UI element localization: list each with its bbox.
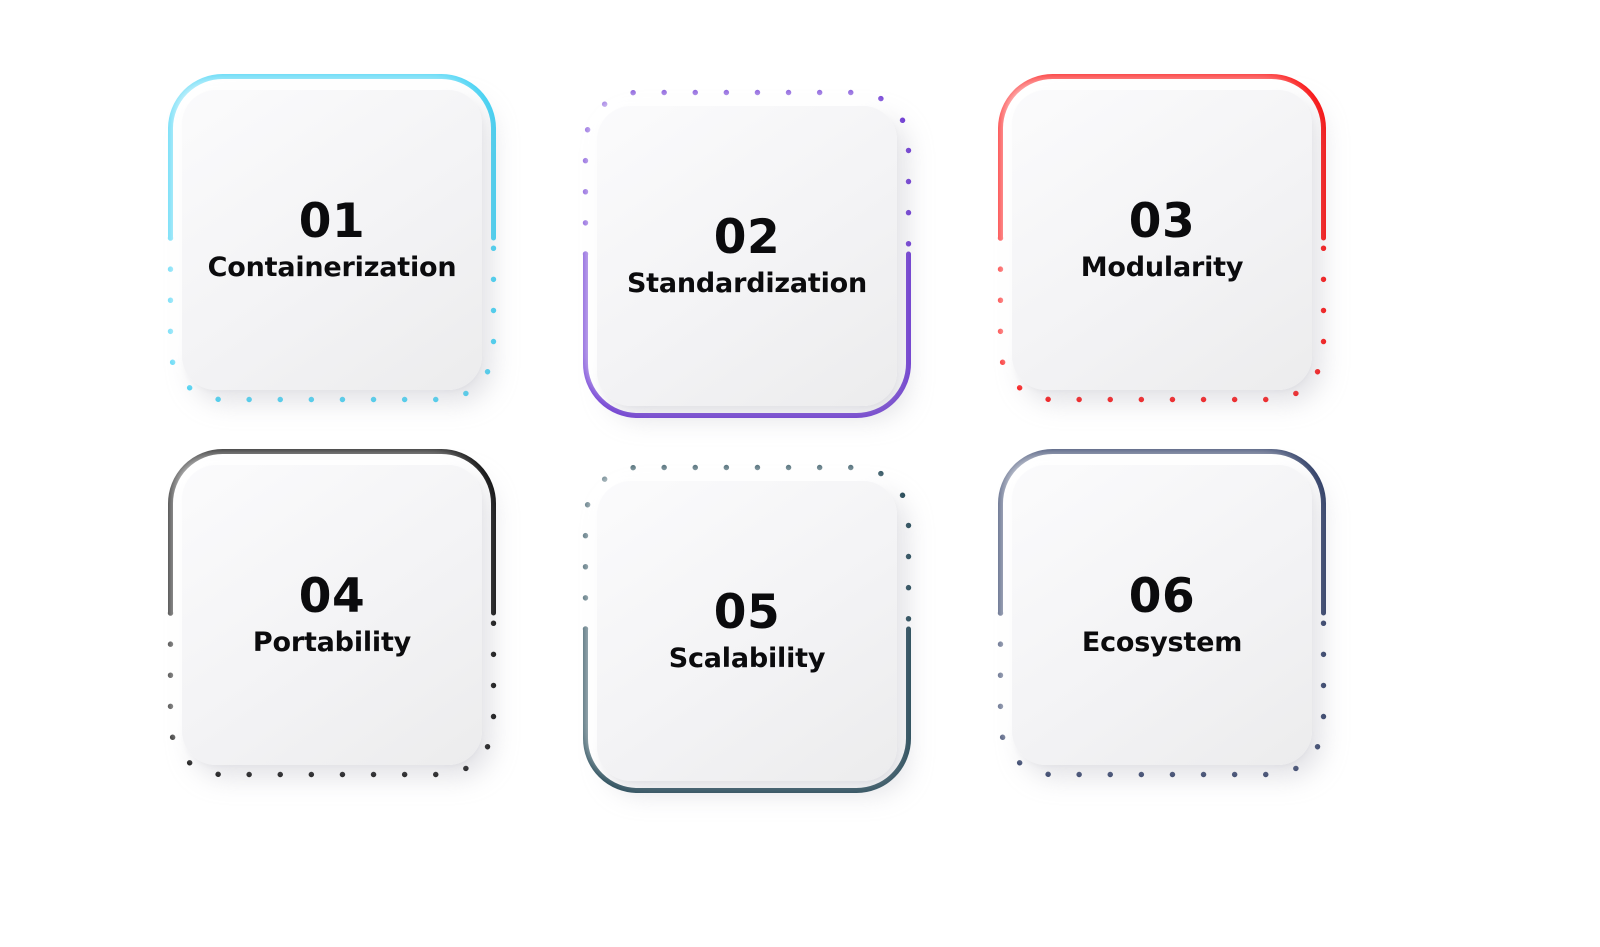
card-label: Modularity — [1080, 251, 1244, 283]
card-number: 06 — [1128, 568, 1196, 624]
card-number: 02 — [713, 209, 781, 265]
card-number: 01 — [298, 193, 366, 249]
card-label: Containerization — [207, 251, 457, 283]
card-number: 05 — [713, 584, 781, 640]
card-number: 03 — [1128, 193, 1196, 249]
card-label: Standardization — [626, 267, 868, 299]
card-label: Scalability — [668, 642, 826, 674]
card-number: 04 — [298, 568, 366, 624]
card-label: Portability — [252, 626, 412, 658]
card-label: Ecosystem — [1081, 626, 1243, 658]
